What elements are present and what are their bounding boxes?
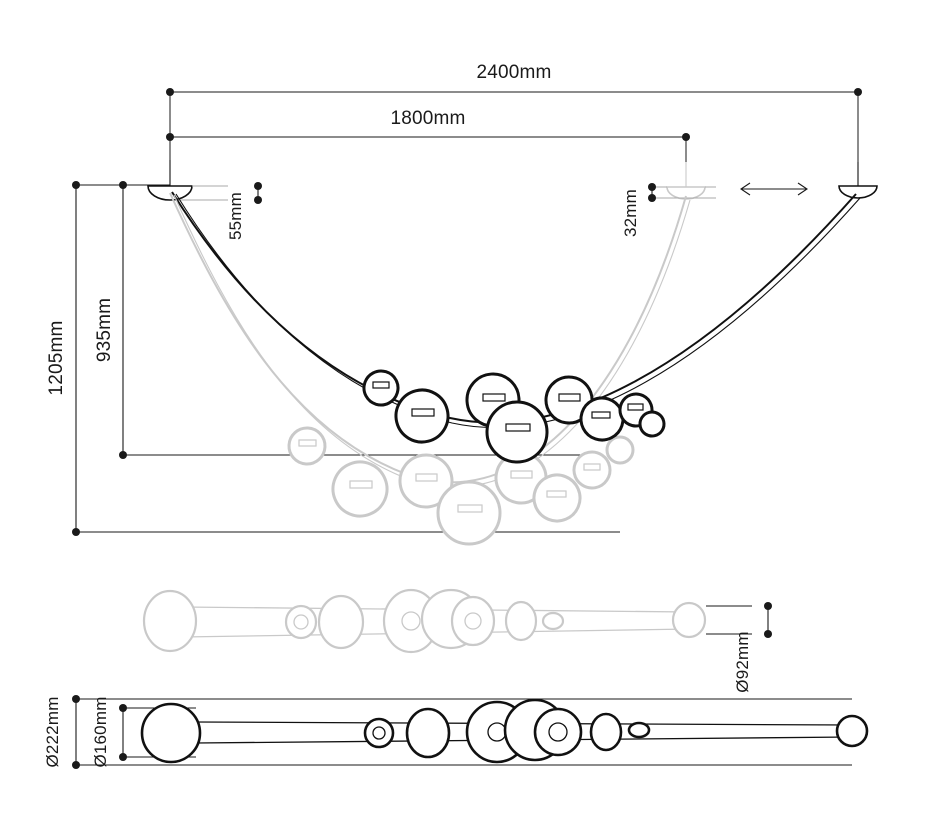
ceiling-canopy-left [147,160,228,201]
dimension-label-diameter-222: Ø222mm [43,696,62,767]
dimension-label-canopy-55: 55mm [226,192,245,240]
adjustable-distance-arrow [740,182,808,196]
lamp-main [485,400,549,464]
lamp-main [579,396,625,442]
dimension-diameter-222: Ø222mm [43,695,852,769]
dimension-label-diameter-92: Ø92mm [733,631,752,692]
lamp-phantom [331,460,389,518]
dimension-canopy-55: 55mm [226,182,262,240]
dimension-diameter-92: Ø92mm [733,602,772,693]
dimension-label-span-2400: 2400mm [476,62,551,83]
lamp-phantom [532,473,582,523]
lamp-main [638,410,666,438]
bottom-plan-view [140,698,869,764]
dimension-label-drop-1205: 1205mm [46,320,67,395]
dimension-span-1800: 1800mm [166,108,690,186]
lamp-main [362,369,400,407]
lamp-main [394,388,450,444]
lamp-group-main [362,369,666,464]
lamp-group-phantom [287,426,635,546]
dimension-label-canopy-32: 32mm [621,189,640,237]
dimension-label-span-1800: 1800mm [390,108,465,129]
lamp-phantom [287,426,327,466]
ceiling-canopy-right [838,162,878,199]
ceiling-canopy-middle-phantom [652,162,716,200]
dimension-span-2400: 2400mm [166,62,862,188]
lamp-phantom [436,480,502,546]
dimension-drop-1205: 1205mm [46,181,620,536]
lamp-phantom [572,450,612,490]
lamp-phantom [398,453,454,509]
dimension-canopy-32: 32mm [621,183,656,237]
catenary-cable-main [171,191,861,429]
dimension-label-drop-935: 935mm [94,298,115,362]
top-view-phantom [142,588,752,654]
lamp-phantom [605,435,635,465]
dimension-label-diameter-160: Ø160mm [91,696,110,767]
